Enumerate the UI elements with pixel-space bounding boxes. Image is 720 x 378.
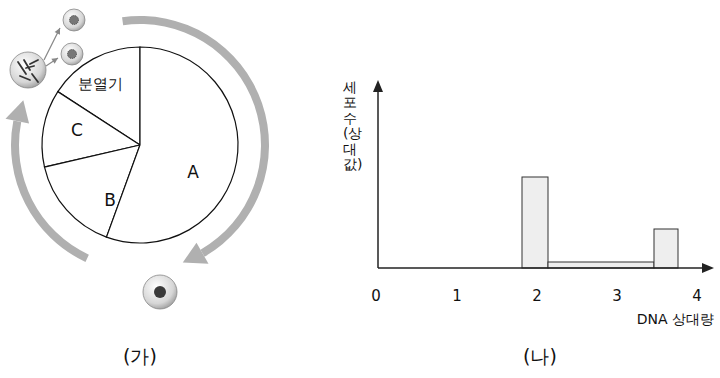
- histogram-bar: [522, 177, 548, 268]
- tick-label: 4: [692, 287, 702, 305]
- tick-label: 1: [452, 287, 462, 305]
- axis-title: 세포 수 (상대값): [343, 80, 357, 172]
- histogram: [373, 80, 714, 273]
- x-axis: [378, 267, 704, 269]
- cell: [10, 52, 46, 88]
- phase-label: 분열기: [78, 75, 123, 94]
- cycle-phase: 분열기: [78, 75, 123, 94]
- cycle-pie: [42, 47, 238, 243]
- chromosome: [26, 66, 34, 68]
- division-arrowhead: [55, 28, 60, 35]
- cycle-phase: B: [104, 190, 116, 210]
- cycle-arrows: [6, 16, 269, 264]
- tick-label: 0: [371, 287, 381, 305]
- cell: [143, 275, 177, 309]
- division-arrow: [44, 28, 60, 60]
- cycle-phase: C: [71, 120, 83, 140]
- cycle-arrowhead: [183, 243, 209, 264]
- cycle-sector: [106, 47, 238, 243]
- cycle-arrow-band: [11, 120, 89, 262]
- phase-label: C: [71, 120, 83, 140]
- axis-arrowhead: [702, 263, 714, 273]
- cycle-phase: A: [187, 162, 199, 182]
- nucleus: [70, 16, 79, 25]
- cycle-arrowhead: [6, 100, 30, 123]
- nucleus: [154, 286, 166, 298]
- cell: [63, 9, 85, 31]
- tick-label: 2: [532, 287, 542, 305]
- division-arrowhead: [51, 58, 58, 64]
- cycle-arrow-band: [122, 16, 269, 257]
- axis-arrowhead: [373, 80, 383, 92]
- phase-label: B: [104, 190, 116, 210]
- panel-label: (가): [123, 344, 157, 370]
- division-arrow: [46, 58, 58, 66]
- axis-title: DNA 상대량: [637, 311, 714, 329]
- tick-label: 3: [612, 287, 622, 305]
- histogram-bar: [548, 262, 654, 268]
- histogram-bar: [654, 229, 678, 268]
- y-axis: [377, 90, 379, 268]
- cell: [61, 43, 83, 65]
- chromosome: [18, 62, 26, 74]
- chromosome: [32, 74, 38, 82]
- cells: [10, 9, 177, 309]
- phase-label: A: [187, 162, 199, 182]
- nucleus: [68, 50, 77, 59]
- chromosome: [30, 60, 38, 64]
- chromosome: [20, 76, 30, 80]
- panel-label: (나): [523, 344, 557, 370]
